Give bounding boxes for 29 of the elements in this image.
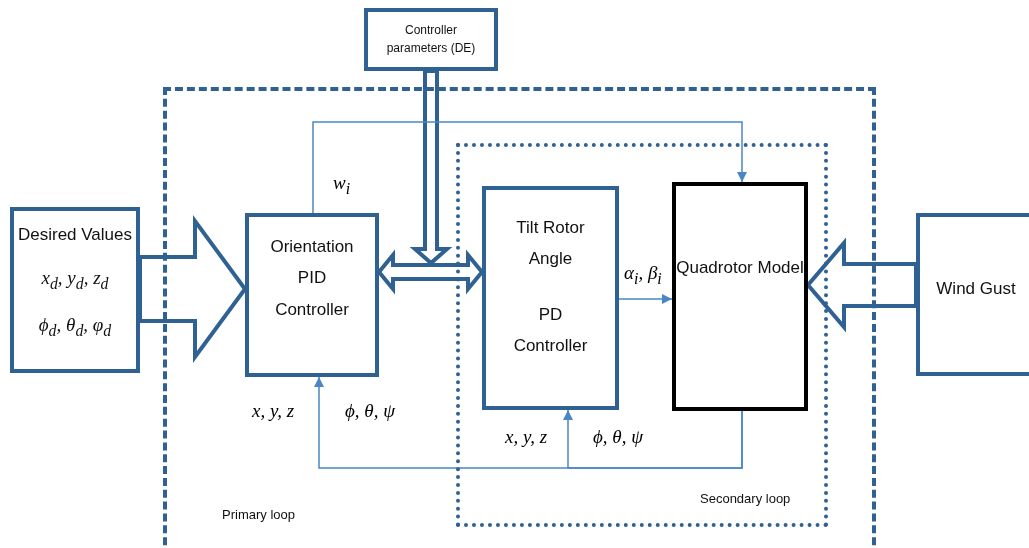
box-label: Tilt Rotor Angle (515, 217, 586, 271)
signal-label: x, y, z (505, 426, 548, 448)
box-label: Desired Values (18, 224, 132, 246)
parameter-box (364, 8, 498, 71)
arrow (618, 294, 673, 304)
disturbance-box (916, 213, 1029, 376)
loop-boundary (163, 87, 876, 548)
loop-label: Secondary loop (700, 490, 791, 508)
signal-label: x, y, z (252, 400, 295, 422)
box-label: Quadrotor Model (676, 257, 804, 279)
signal-label: ϕ, θ, ψ (593, 426, 643, 448)
controller-box (482, 186, 619, 410)
loop-boundary (456, 143, 828, 527)
block-arrow (409, 69, 453, 266)
plant-box (672, 182, 808, 411)
box-label: Controller parameters (DE) (385, 22, 477, 57)
box-label: Wind Gust (936, 278, 1016, 300)
loop-label: Primary loop (222, 506, 295, 524)
math-text: ϕ$_{d}$, θ$_{d}$, φ$_{d}$ (38, 312, 112, 341)
block-arrow (805, 237, 918, 333)
arrow (563, 409, 743, 469)
block-arrow (376, 249, 485, 295)
box-label: Orientation PID Controller (269, 236, 355, 321)
signal-label: ϕ, θ, ψ (345, 400, 395, 422)
box-label: PD Controller (512, 303, 589, 358)
block-arrow (138, 214, 248, 364)
input-box (10, 207, 140, 373)
math-text: x$_{d}$, y$_{d}$, z$_{d}$ (41, 266, 109, 295)
controller-box (245, 213, 379, 377)
